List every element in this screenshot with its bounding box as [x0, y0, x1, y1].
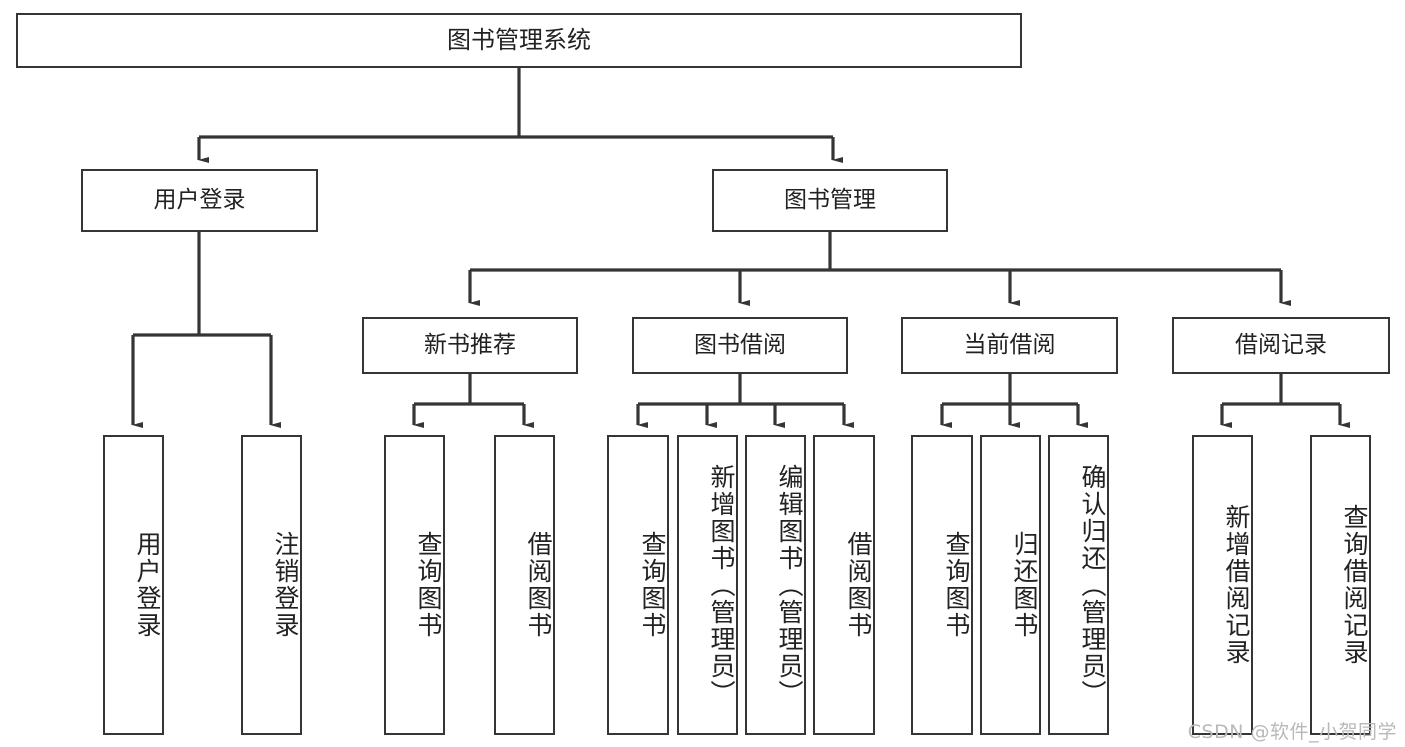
- node-label: 查询图书: [638, 531, 667, 639]
- node-root-system[interactable]: 图书管理系统: [16, 13, 1022, 68]
- node-label: 借阅记录: [1235, 331, 1327, 358]
- leaf-query-book-recommend[interactable]: 查询图书: [384, 435, 445, 735]
- node-label: 图书管理系统: [447, 26, 591, 55]
- node-label: 确认归还（管理员）: [1078, 463, 1107, 707]
- node-label: 注销登录: [271, 531, 300, 639]
- node-label: 借阅图书: [524, 531, 553, 639]
- node-label: 编辑图书（管理员）: [775, 463, 804, 707]
- node-label: 当前借阅: [963, 331, 1056, 358]
- leaf-return-book[interactable]: 归还图书: [980, 435, 1041, 735]
- node-book-manage[interactable]: 图书管理: [712, 169, 948, 232]
- node-label: 图书借阅: [694, 331, 786, 358]
- leaf-add-book-admin[interactable]: 新增图书（管理员）: [677, 435, 738, 735]
- node-label: 用户登录: [153, 186, 246, 213]
- node-label: 新增图书（管理员）: [707, 463, 736, 707]
- node-current-borrow[interactable]: 当前借阅: [901, 317, 1118, 374]
- node-label: 新书推荐: [424, 331, 516, 358]
- leaf-borrow-book[interactable]: 借阅图书: [813, 435, 875, 735]
- node-user-login[interactable]: 用户登录: [81, 169, 318, 232]
- leaf-add-borrow-record[interactable]: 新增借阅记录: [1192, 435, 1253, 735]
- leaf-confirm-return-admin[interactable]: 确认归还（管理员）: [1048, 435, 1109, 735]
- node-borrow-record[interactable]: 借阅记录: [1172, 317, 1390, 374]
- node-label: 查询图书: [414, 531, 443, 639]
- leaf-query-borrow-record[interactable]: 查询借阅记录: [1310, 435, 1371, 735]
- csdn-watermark: CSDN @软件_小贺同学: [1187, 721, 1397, 743]
- node-new-book-recommend[interactable]: 新书推荐: [362, 317, 578, 374]
- node-label: 借阅图书: [844, 531, 873, 639]
- leaf-query-book-current[interactable]: 查询图书: [911, 435, 973, 735]
- leaf-edit-book-admin[interactable]: 编辑图书（管理员）: [745, 435, 806, 735]
- node-label: 用户登录: [133, 531, 162, 639]
- node-label: 图书管理: [784, 186, 876, 213]
- leaf-logout-login[interactable]: 注销登录: [241, 435, 302, 735]
- leaf-user-login[interactable]: 用户登录: [103, 435, 164, 735]
- node-label: 查询借阅记录: [1340, 504, 1369, 666]
- leaf-borrow-book-recommend[interactable]: 借阅图书: [494, 435, 555, 735]
- leaf-query-book-borrow[interactable]: 查询图书: [607, 435, 669, 735]
- node-label: 归还图书: [1010, 531, 1039, 639]
- node-book-borrow[interactable]: 图书借阅: [632, 317, 848, 374]
- node-label: 查询图书: [942, 531, 971, 639]
- node-label: 新增借阅记录: [1222, 504, 1251, 666]
